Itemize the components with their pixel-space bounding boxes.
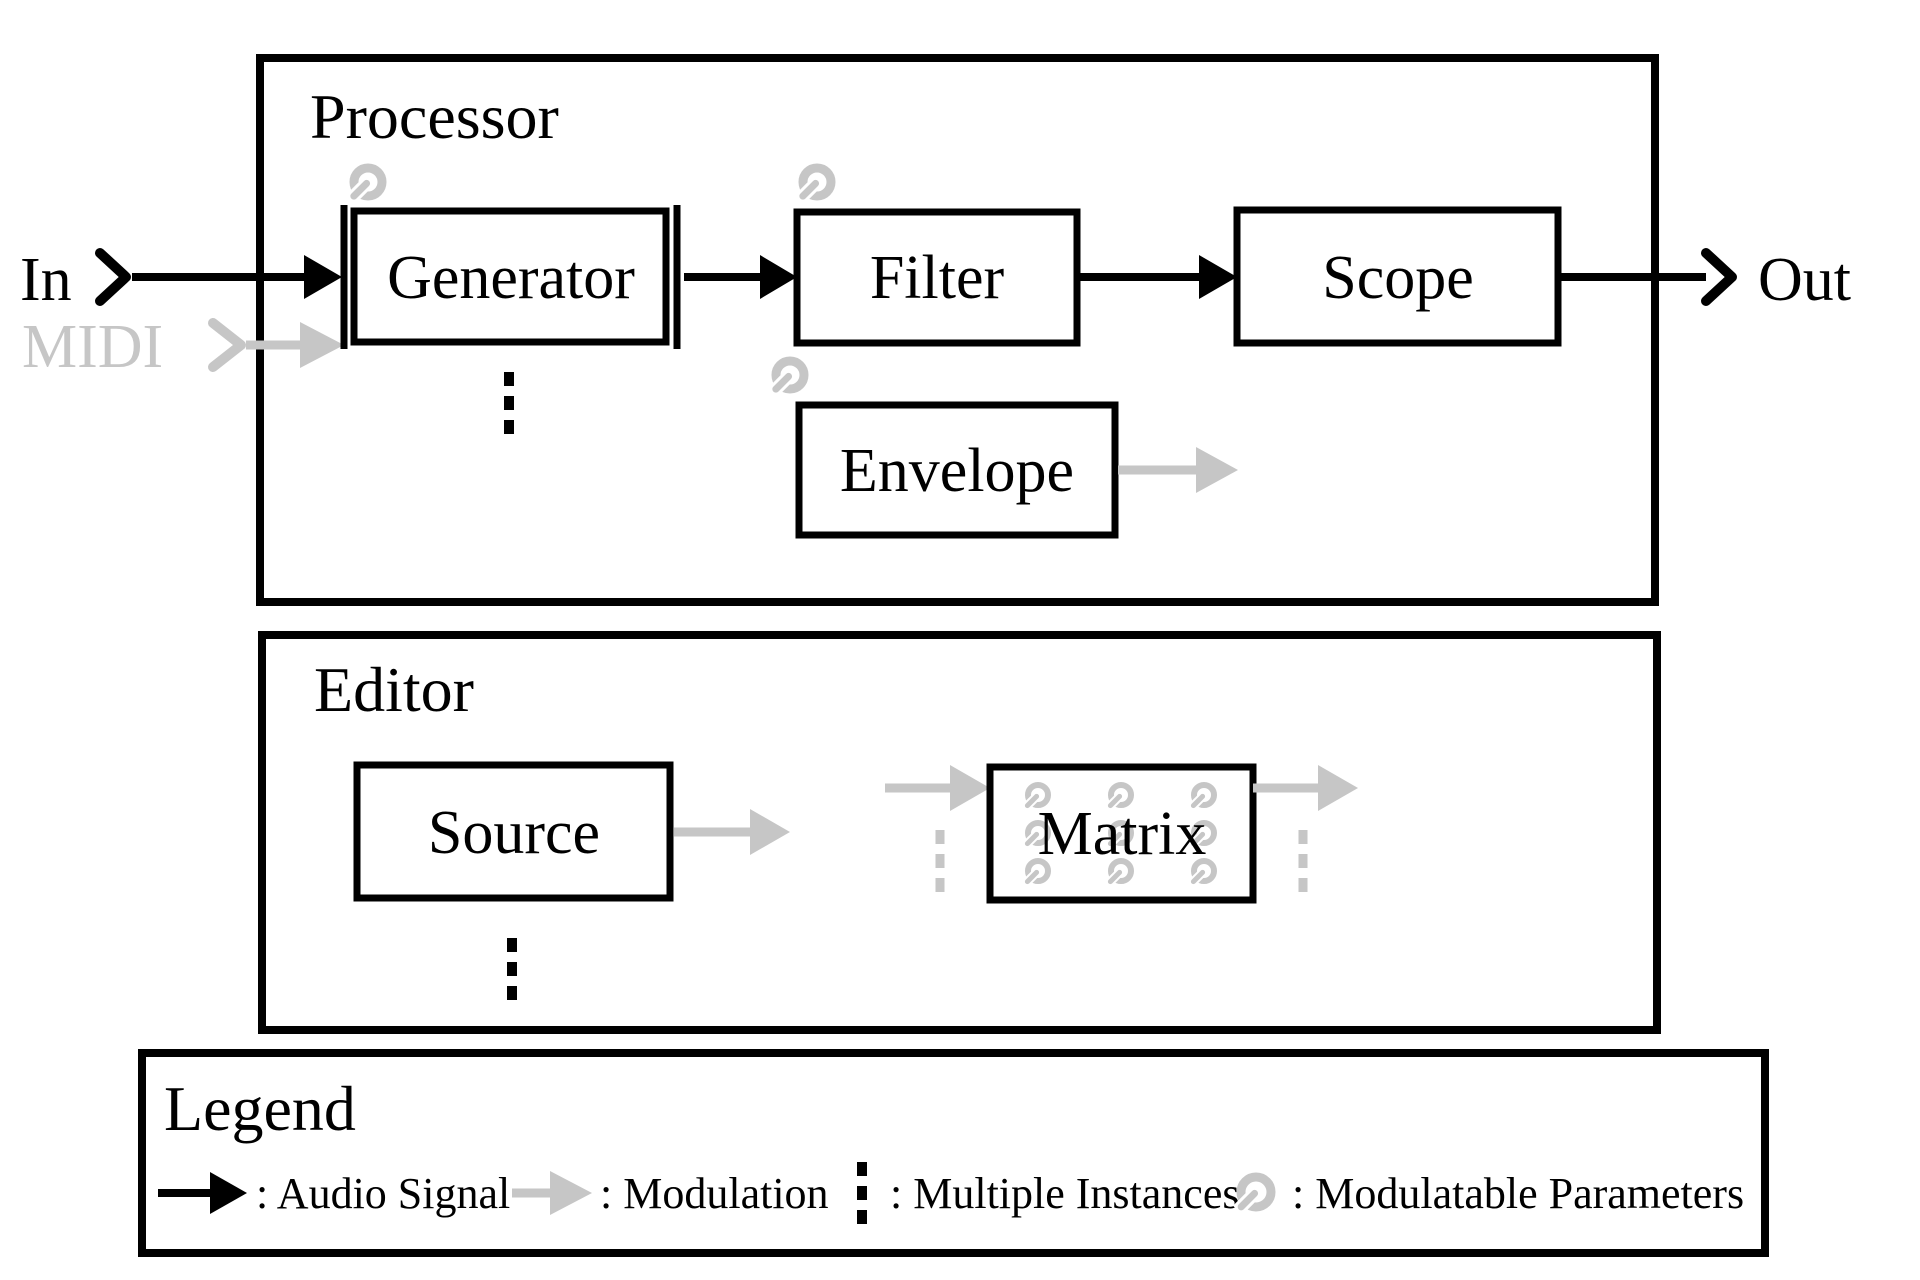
filter-scope-arrowhead-icon bbox=[1199, 255, 1237, 299]
matrix-knob-icon bbox=[1105, 858, 1134, 887]
editor-title: Editor bbox=[314, 654, 474, 725]
scope-box bbox=[1233, 206, 1562, 347]
filter-knob-icon bbox=[794, 163, 836, 205]
source-box bbox=[353, 761, 674, 902]
midi-chevron-icon bbox=[208, 318, 246, 372]
matrix-knob-icon bbox=[1022, 782, 1051, 811]
legend-item-multiple-instances: : Multiple Instances bbox=[890, 1169, 1240, 1218]
midi-label: MIDI bbox=[22, 313, 163, 381]
editor-section: Editor So bbox=[258, 631, 1661, 1034]
matrix-out-mod-arrowhead-icon bbox=[1318, 765, 1358, 811]
out-chevron-icon bbox=[1701, 248, 1737, 306]
midi-arrowhead-icon bbox=[300, 322, 344, 368]
matrix-knob-icon bbox=[1022, 820, 1051, 849]
legend-title: Legend bbox=[164, 1073, 356, 1144]
legend-box bbox=[138, 1049, 1769, 1257]
generator-box bbox=[350, 207, 670, 346]
in-label: In bbox=[20, 246, 72, 314]
source-mod-arrowhead-icon bbox=[750, 809, 790, 855]
filter-label: Filter bbox=[870, 244, 1005, 312]
matrix-knob-icon bbox=[1105, 782, 1134, 811]
audio-signal-arrowhead-icon bbox=[210, 1172, 247, 1214]
processor-box bbox=[256, 54, 1659, 606]
source-label: Source bbox=[428, 799, 600, 867]
envelope-box bbox=[795, 401, 1119, 539]
matrix-knob-icon bbox=[1188, 782, 1217, 811]
modulatable-parameter-knob-icon bbox=[1233, 1172, 1276, 1215]
matrix-label: Matrix bbox=[1038, 800, 1207, 868]
source-block: Source bbox=[353, 761, 790, 1000]
matrix-knob-icon bbox=[1188, 820, 1217, 849]
matrix-block: Matrix bbox=[885, 763, 1358, 904]
envelope-block: Envelope bbox=[767, 356, 1238, 539]
legend-item-modulation: : Modulation bbox=[600, 1169, 829, 1218]
in-arrowhead-icon bbox=[304, 255, 342, 299]
processor-section: Processor Generator bbox=[95, 54, 1737, 606]
in-chevron-icon bbox=[95, 248, 131, 306]
generator-knob-icon bbox=[345, 163, 387, 205]
filter-block: Filter bbox=[793, 163, 1081, 347]
out-label: Out bbox=[1758, 246, 1851, 314]
matrix-knob-grid bbox=[1022, 782, 1217, 887]
legend-section: Legend : Audio Signal : Modulation : Mul… bbox=[138, 1049, 1769, 1257]
scope-label: Scope bbox=[1322, 244, 1474, 312]
modulation-arrowhead-icon bbox=[550, 1171, 592, 1215]
envelope-label: Envelope bbox=[840, 437, 1074, 505]
matrix-in-mod-arrowhead-icon bbox=[950, 765, 990, 811]
processor-title: Processor bbox=[310, 81, 559, 152]
generator-label: Generator bbox=[387, 244, 635, 312]
legend-item-audio-signal: : Audio Signal bbox=[256, 1169, 510, 1218]
envelope-mod-arrowhead-icon bbox=[1196, 447, 1238, 493]
generator-filter-arrowhead-icon bbox=[760, 255, 797, 299]
generator-block: Generator bbox=[340, 163, 681, 434]
matrix-knob-icon bbox=[1188, 858, 1217, 887]
editor-box bbox=[258, 631, 1661, 1034]
matrix-knob-icon bbox=[1105, 820, 1134, 849]
matrix-knob-icon bbox=[1022, 858, 1051, 887]
scope-block: Scope bbox=[1233, 206, 1562, 347]
envelope-knob-icon bbox=[767, 356, 809, 398]
legend-item-modulatable-parameters: : Modulatable Parameters bbox=[1292, 1169, 1744, 1218]
